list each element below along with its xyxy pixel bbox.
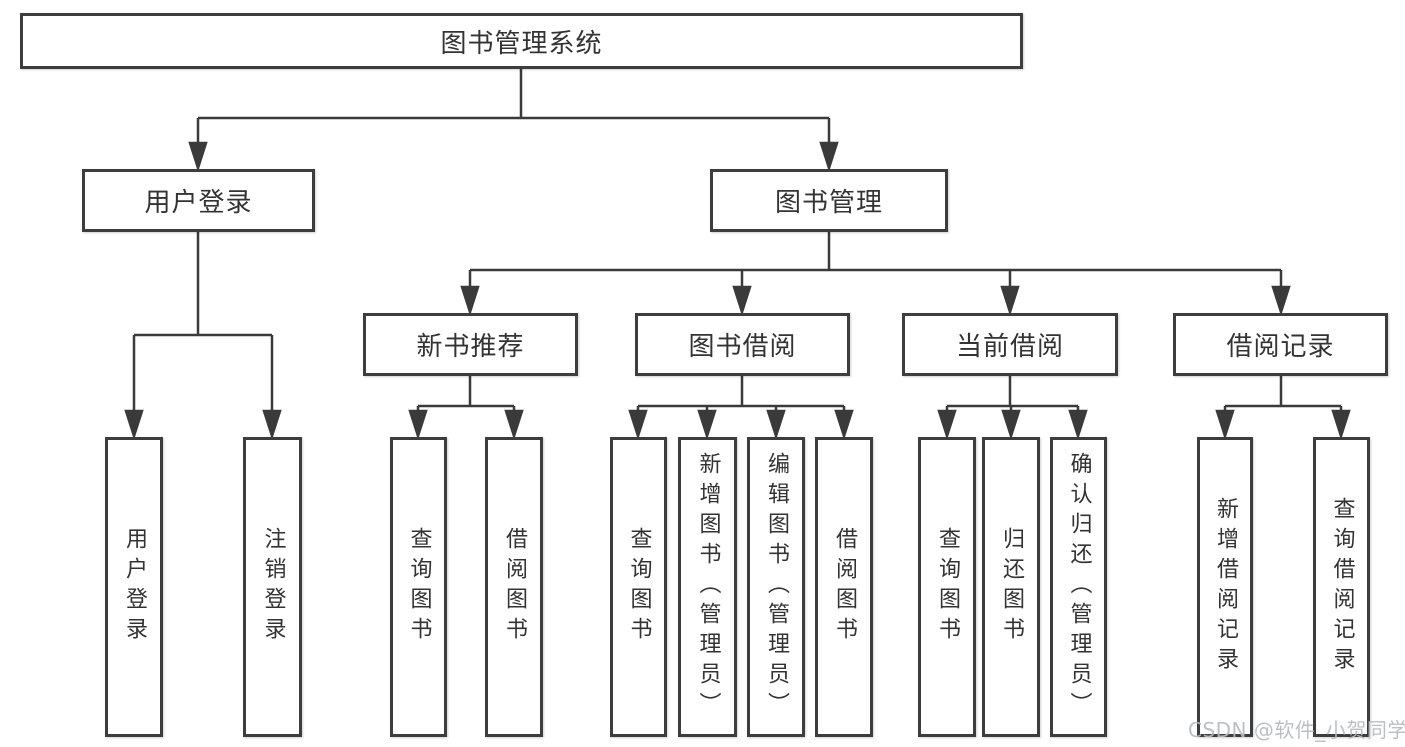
- leaf-label: 查询图书: [935, 527, 960, 647]
- leaf-label: 归还图书: [999, 527, 1024, 647]
- leaf-label: 查询图书: [626, 527, 652, 647]
- watermark: CSDN @软件_小贺同学: [1188, 718, 1405, 742]
- leaf-label: 借阅图书: [502, 527, 527, 647]
- leaf-label: 借阅图书: [832, 527, 857, 647]
- arrow-down-icon: [1215, 409, 1235, 441]
- node-logout: 注销登录: [243, 437, 302, 737]
- arrow-down-icon: [1000, 285, 1020, 317]
- node-new-book-recommend: 新书推荐: [363, 313, 578, 376]
- arrow-down-icon: [124, 409, 144, 441]
- arrow-down-icon: [628, 409, 648, 441]
- arrow-down-icon: [262, 409, 282, 441]
- node-add-book-admin: 新增图书（管理员）: [678, 437, 737, 737]
- node-borrow-books-leaf: 借阅图书: [815, 437, 873, 737]
- arrow-down-icon: [697, 409, 717, 441]
- arrow-down-icon: [766, 409, 786, 441]
- connector-user-login-children: [124, 232, 282, 441]
- node-search-borrow-record: 查询借阅记录: [1313, 437, 1370, 737]
- node-search-books-recommend: 查询图书: [390, 437, 447, 737]
- arrow-down-icon: [1001, 409, 1021, 441]
- leaf-label: 用户登录: [122, 527, 147, 647]
- node-return-books: 归还图书: [982, 437, 1040, 737]
- leaf-label: 新增借阅记录: [1213, 497, 1238, 677]
- node-search-books-current: 查询图书: [918, 437, 976, 737]
- node-user-login-leaf: 用户登录: [105, 437, 163, 737]
- arrow-down-icon: [732, 285, 752, 317]
- leaf-label: 编辑图书（管理员）: [764, 452, 789, 722]
- arrow-down-icon: [188, 141, 208, 173]
- arrow-down-icon: [1331, 409, 1351, 441]
- arrow-down-icon: [1068, 409, 1088, 441]
- leaf-label: 查询借阅记录: [1329, 497, 1355, 677]
- arrow-down-icon: [460, 285, 480, 317]
- node-book-borrowing: 图书借阅: [635, 313, 850, 376]
- node-add-borrow-record: 新增借阅记录: [1197, 437, 1253, 737]
- arrow-down-icon: [408, 409, 428, 441]
- node-book-management: 图书管理: [710, 169, 948, 232]
- connector-current-borrow-children: [937, 376, 1088, 441]
- node-current-borrowing: 当前借阅: [902, 313, 1118, 376]
- leaf-label: 确认归还（管理员）: [1066, 452, 1092, 722]
- node-confirm-return-admin: 确认归还（管理员）: [1050, 437, 1107, 737]
- leaf-label: 注销登录: [260, 527, 286, 647]
- node-user-login: 用户登录: [82, 169, 315, 232]
- node-borrow-books-recommend: 借阅图书: [485, 437, 543, 737]
- node-edit-book-admin: 编辑图书（管理员）: [747, 437, 805, 737]
- node-library-management-system: 图书管理系统: [20, 13, 1023, 69]
- leaf-label: 新增图书（管理员）: [695, 452, 721, 722]
- leaf-label: 查询图书: [406, 527, 432, 647]
- arrow-down-icon: [504, 409, 524, 441]
- connector-new-book-children: [408, 376, 524, 441]
- arrow-down-icon: [937, 409, 957, 441]
- arrow-down-icon: [1271, 285, 1291, 317]
- connector-root-to-level2: [188, 69, 839, 173]
- node-borrowing-records: 借阅记录: [1173, 313, 1388, 376]
- connector-book-borrow-children: [628, 376, 854, 441]
- node-search-books-borrow: 查询图书: [610, 437, 667, 737]
- arrow-down-icon: [834, 409, 854, 441]
- connector-book-mgmt-to-level3: [460, 232, 1291, 317]
- connector-borrow-record-children: [1215, 376, 1351, 441]
- arrow-down-icon: [819, 141, 839, 173]
